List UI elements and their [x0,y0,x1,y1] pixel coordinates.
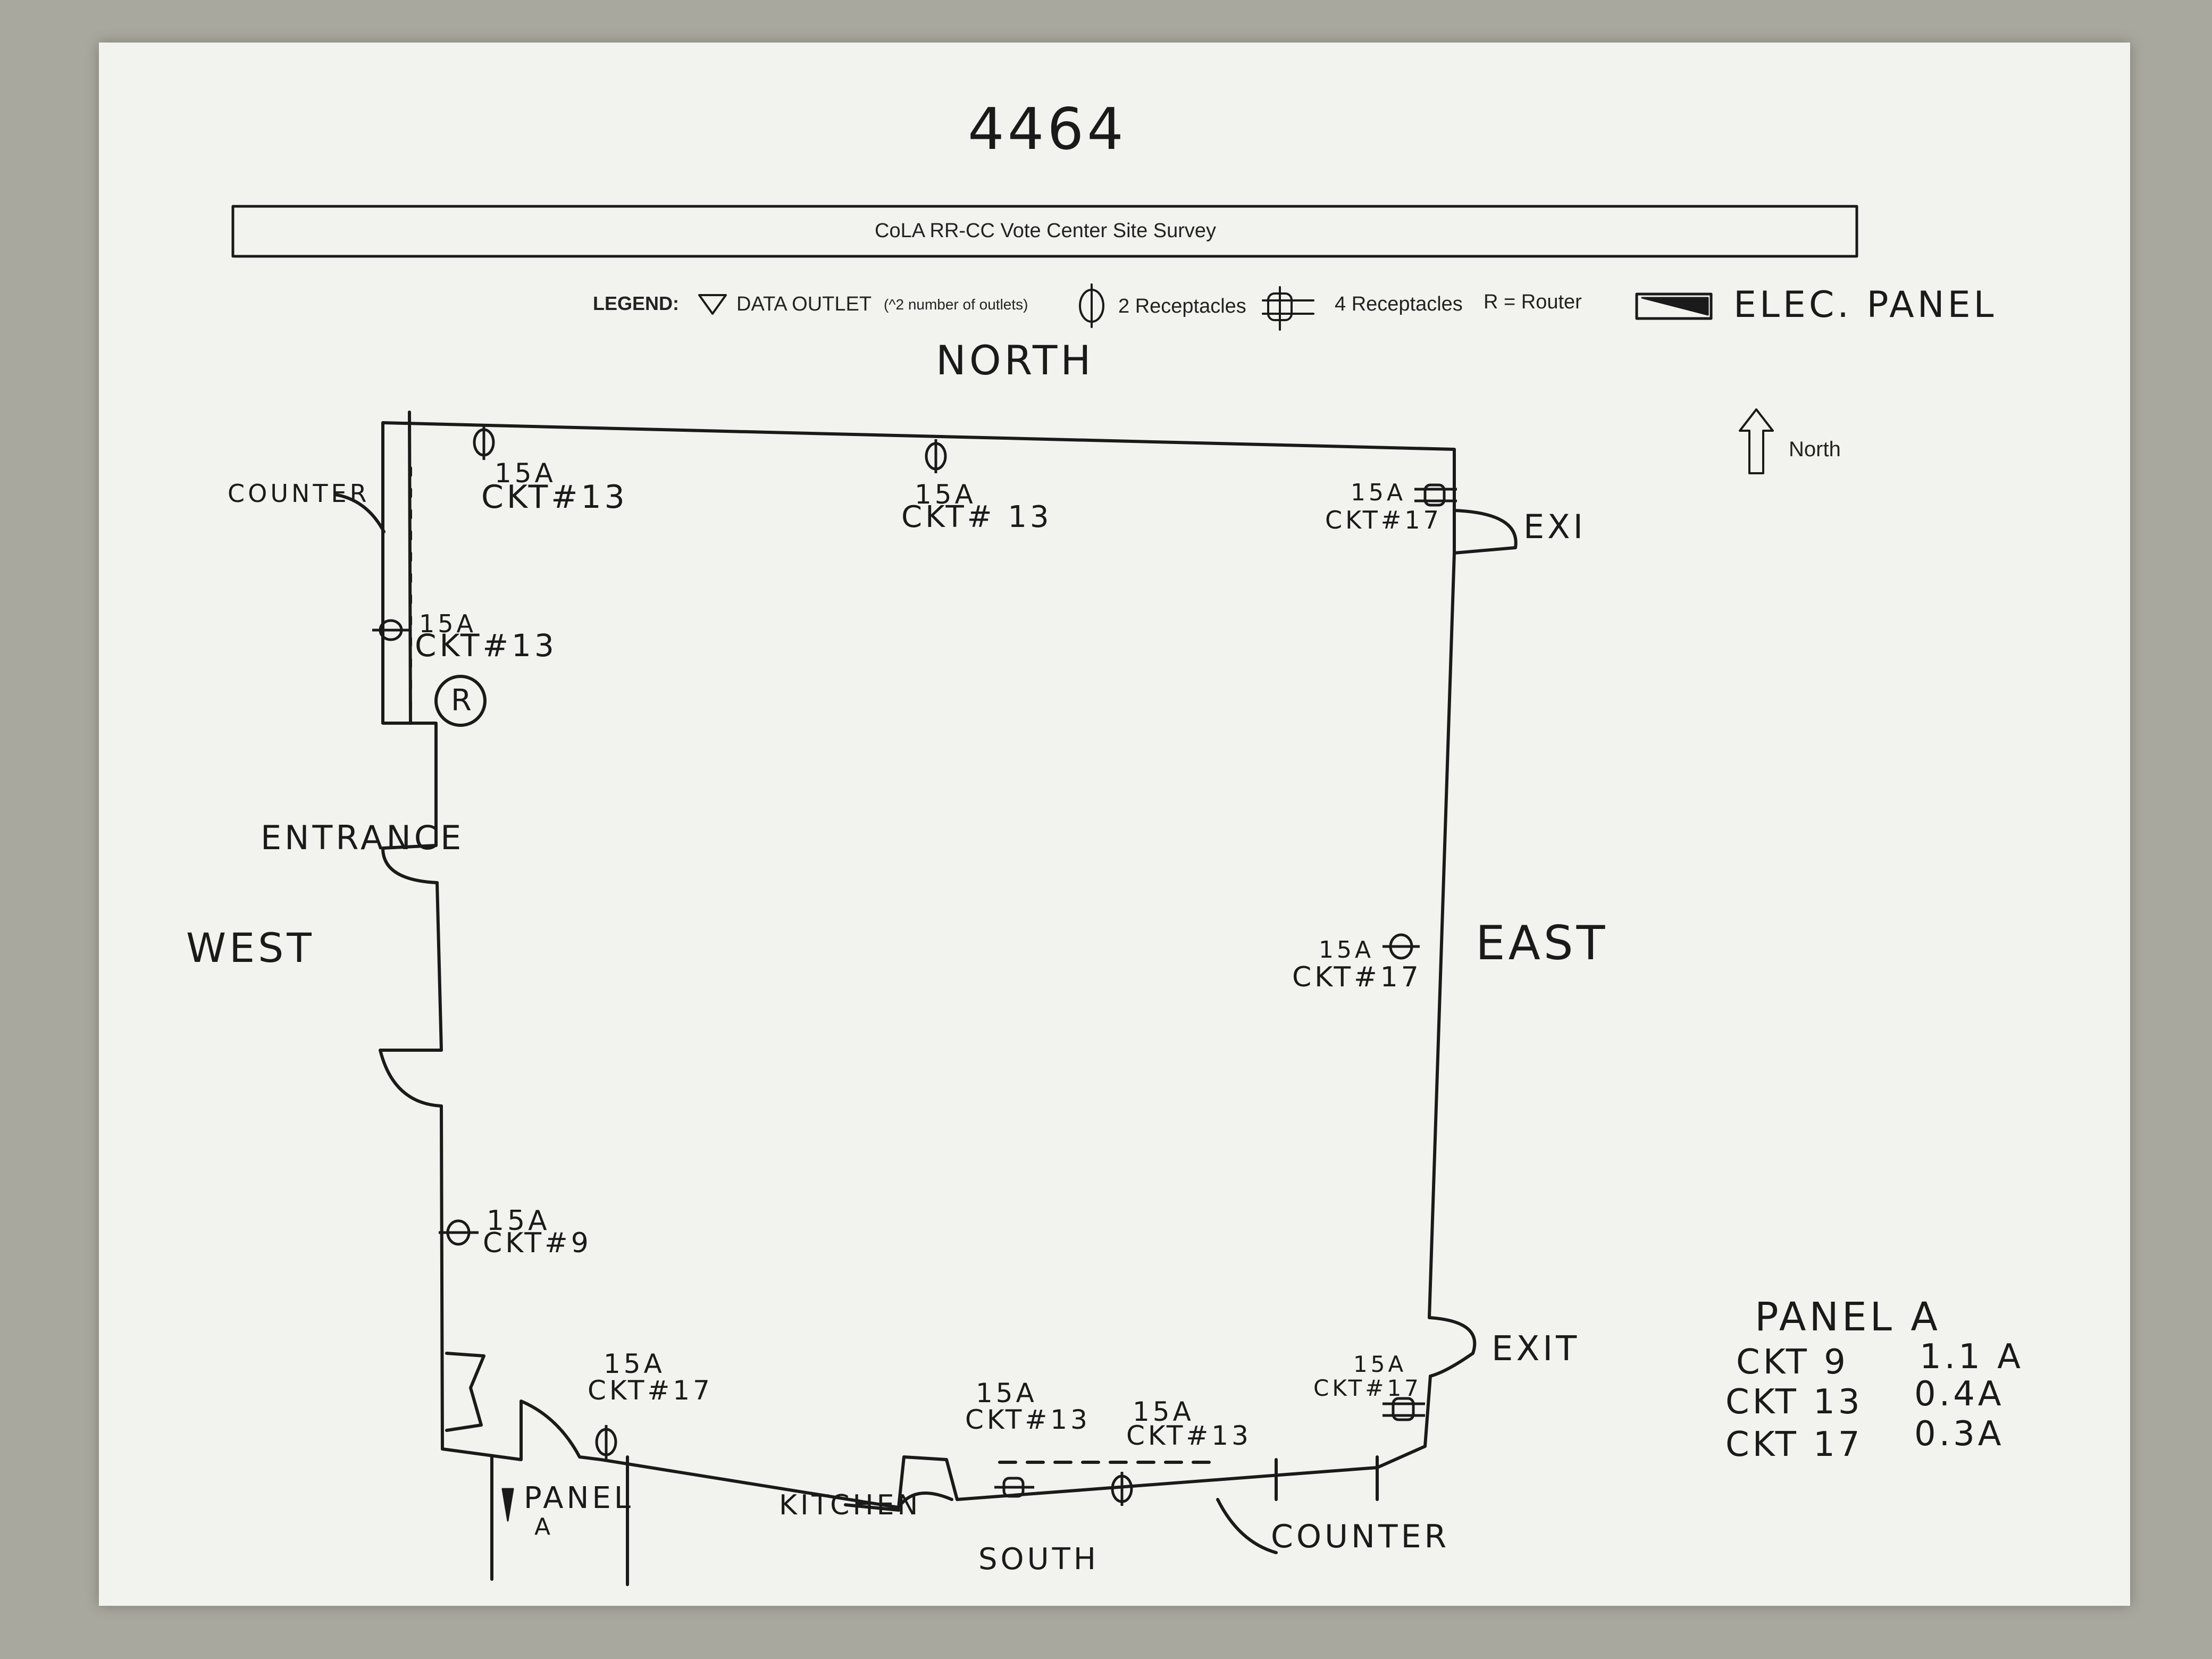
entrance-door [381,844,439,884]
panel-label-line1: PANEL [524,1481,634,1515]
south-counter-ends [1275,1455,1379,1501]
sw-panel-room [441,1400,602,1461]
outlet-circuit: CKT#13 [1126,1420,1252,1451]
direction-east: EAST [1476,916,1608,970]
counter-leader-south [1216,1498,1278,1554]
direction-north: NORTH [936,337,1094,384]
south-wall [599,1455,1379,1509]
west-wall-lower [440,1104,444,1451]
panel-row-circuit: CKT 9 [1736,1343,1849,1382]
east-wall [1428,551,1456,1319]
outlet-circuit: CKT#13 [481,479,628,516]
ne-exit-door [1453,509,1518,555]
legend-router: R = Router [1484,291,1582,313]
west-wall-mid [435,881,443,1052]
se-exit-door [1428,1316,1477,1378]
legend-elec-panel: ELEC. PANEL [1733,284,1997,326]
label-exit-se: EXIT [1492,1329,1580,1369]
se-corner [1376,1375,1432,1469]
label-counter-nw: COUNTER [228,479,370,508]
panel-row-load: 0.3A [1914,1414,2005,1454]
outlet-amps: 15A [1133,1396,1194,1427]
label-kitchen: KITCHEN [779,1489,921,1521]
legend-four-receptacles: 4 Receptacles [1335,293,1463,315]
kitchen-door [897,1492,953,1509]
panel-table-title: PANEL A [1755,1294,1941,1340]
outlet-amps: 15A [604,1348,665,1379]
direction-south: SOUTH [978,1542,1099,1577]
outlet-amps: 15A [495,458,556,489]
north-wall [381,421,1456,555]
elec-panel-icon [1635,292,1713,320]
outlet-amps: 15A [915,479,976,510]
data-outlet-icon [698,294,727,315]
router-label: R [451,683,472,718]
kitchen-leader [844,1503,900,1512]
receptacle-s3 [1111,1472,1133,1506]
header-box [231,205,1858,258]
outlet-amps: 15A [1319,936,1375,963]
label-entrance: ENTRANCE [261,818,465,857]
panel-row-circuit: CKT 17 [1725,1425,1863,1464]
outlet-circuit: CKT#17 [1313,1375,1422,1401]
panel-room-walls [490,1455,629,1586]
panel-label-line2: A [534,1513,554,1540]
outlet-amps: 15A [419,609,477,638]
outlet-amps: 15A [1353,1351,1407,1377]
panel-row-circuit: CKT 13 [1725,1382,1863,1422]
outlet-amps: 15A [1351,479,1406,506]
outlet-amps: 15A [487,1205,550,1237]
router-circle [434,675,487,727]
receptacle-w1 [372,619,409,641]
label-exit-ne: EXI [1523,507,1586,546]
direction-west: WEST [186,924,315,971]
outlet-circuit: CKT# 13 [901,500,1052,534]
legend-data-outlet: DATA OUTLET [736,293,872,315]
receptacle-n1 [473,425,495,460]
receptacle-e1 [1382,933,1420,960]
nw-counter-line [408,410,412,725]
legend-data-outlet-note: (^2 number of outlets) [884,296,1028,313]
counter-leader [333,493,386,533]
header-title: CoLA RR-CC Vote Center Site Survey [875,220,1217,242]
receptacle-ne [1414,483,1457,507]
receptacle-s1 [595,1425,617,1460]
panel-a-marker [501,1488,514,1522]
west-door-lower [379,1049,443,1108]
legend-label: LEGEND: [593,292,679,314]
receptacle-n2 [925,439,947,473]
panel-row-load: 1.1 A [1920,1337,2024,1377]
outlet-circuit: CKT#13 [415,627,557,664]
outlet-circuit: CKT#13 [965,1404,1091,1435]
sw-closet [445,1352,485,1432]
receptacle-se [1382,1397,1425,1421]
receptacle-w2 [439,1219,479,1246]
north-arrow-label: North [1789,438,1841,461]
outlet-circuit: CKT#17 [1292,961,1422,993]
outlet-circuit: CKT#17 [588,1375,713,1406]
receptacle-s2 [994,1477,1034,1498]
legend-two-receptacles: 2 Receptacles [1118,295,1246,317]
four-receptacles-icon [1262,286,1314,331]
outlet-circuit: CKT#9 [483,1227,592,1259]
north-arrow-icon [1739,408,1774,474]
outlet-amps: 15A [976,1378,1037,1409]
label-counter-s: COUNTER [1271,1518,1450,1555]
panel-row-load: 0.4A [1914,1375,2005,1414]
sheet-number: 4464 [968,96,1127,163]
outlet-circuit: CKT#17 [1325,506,1442,534]
